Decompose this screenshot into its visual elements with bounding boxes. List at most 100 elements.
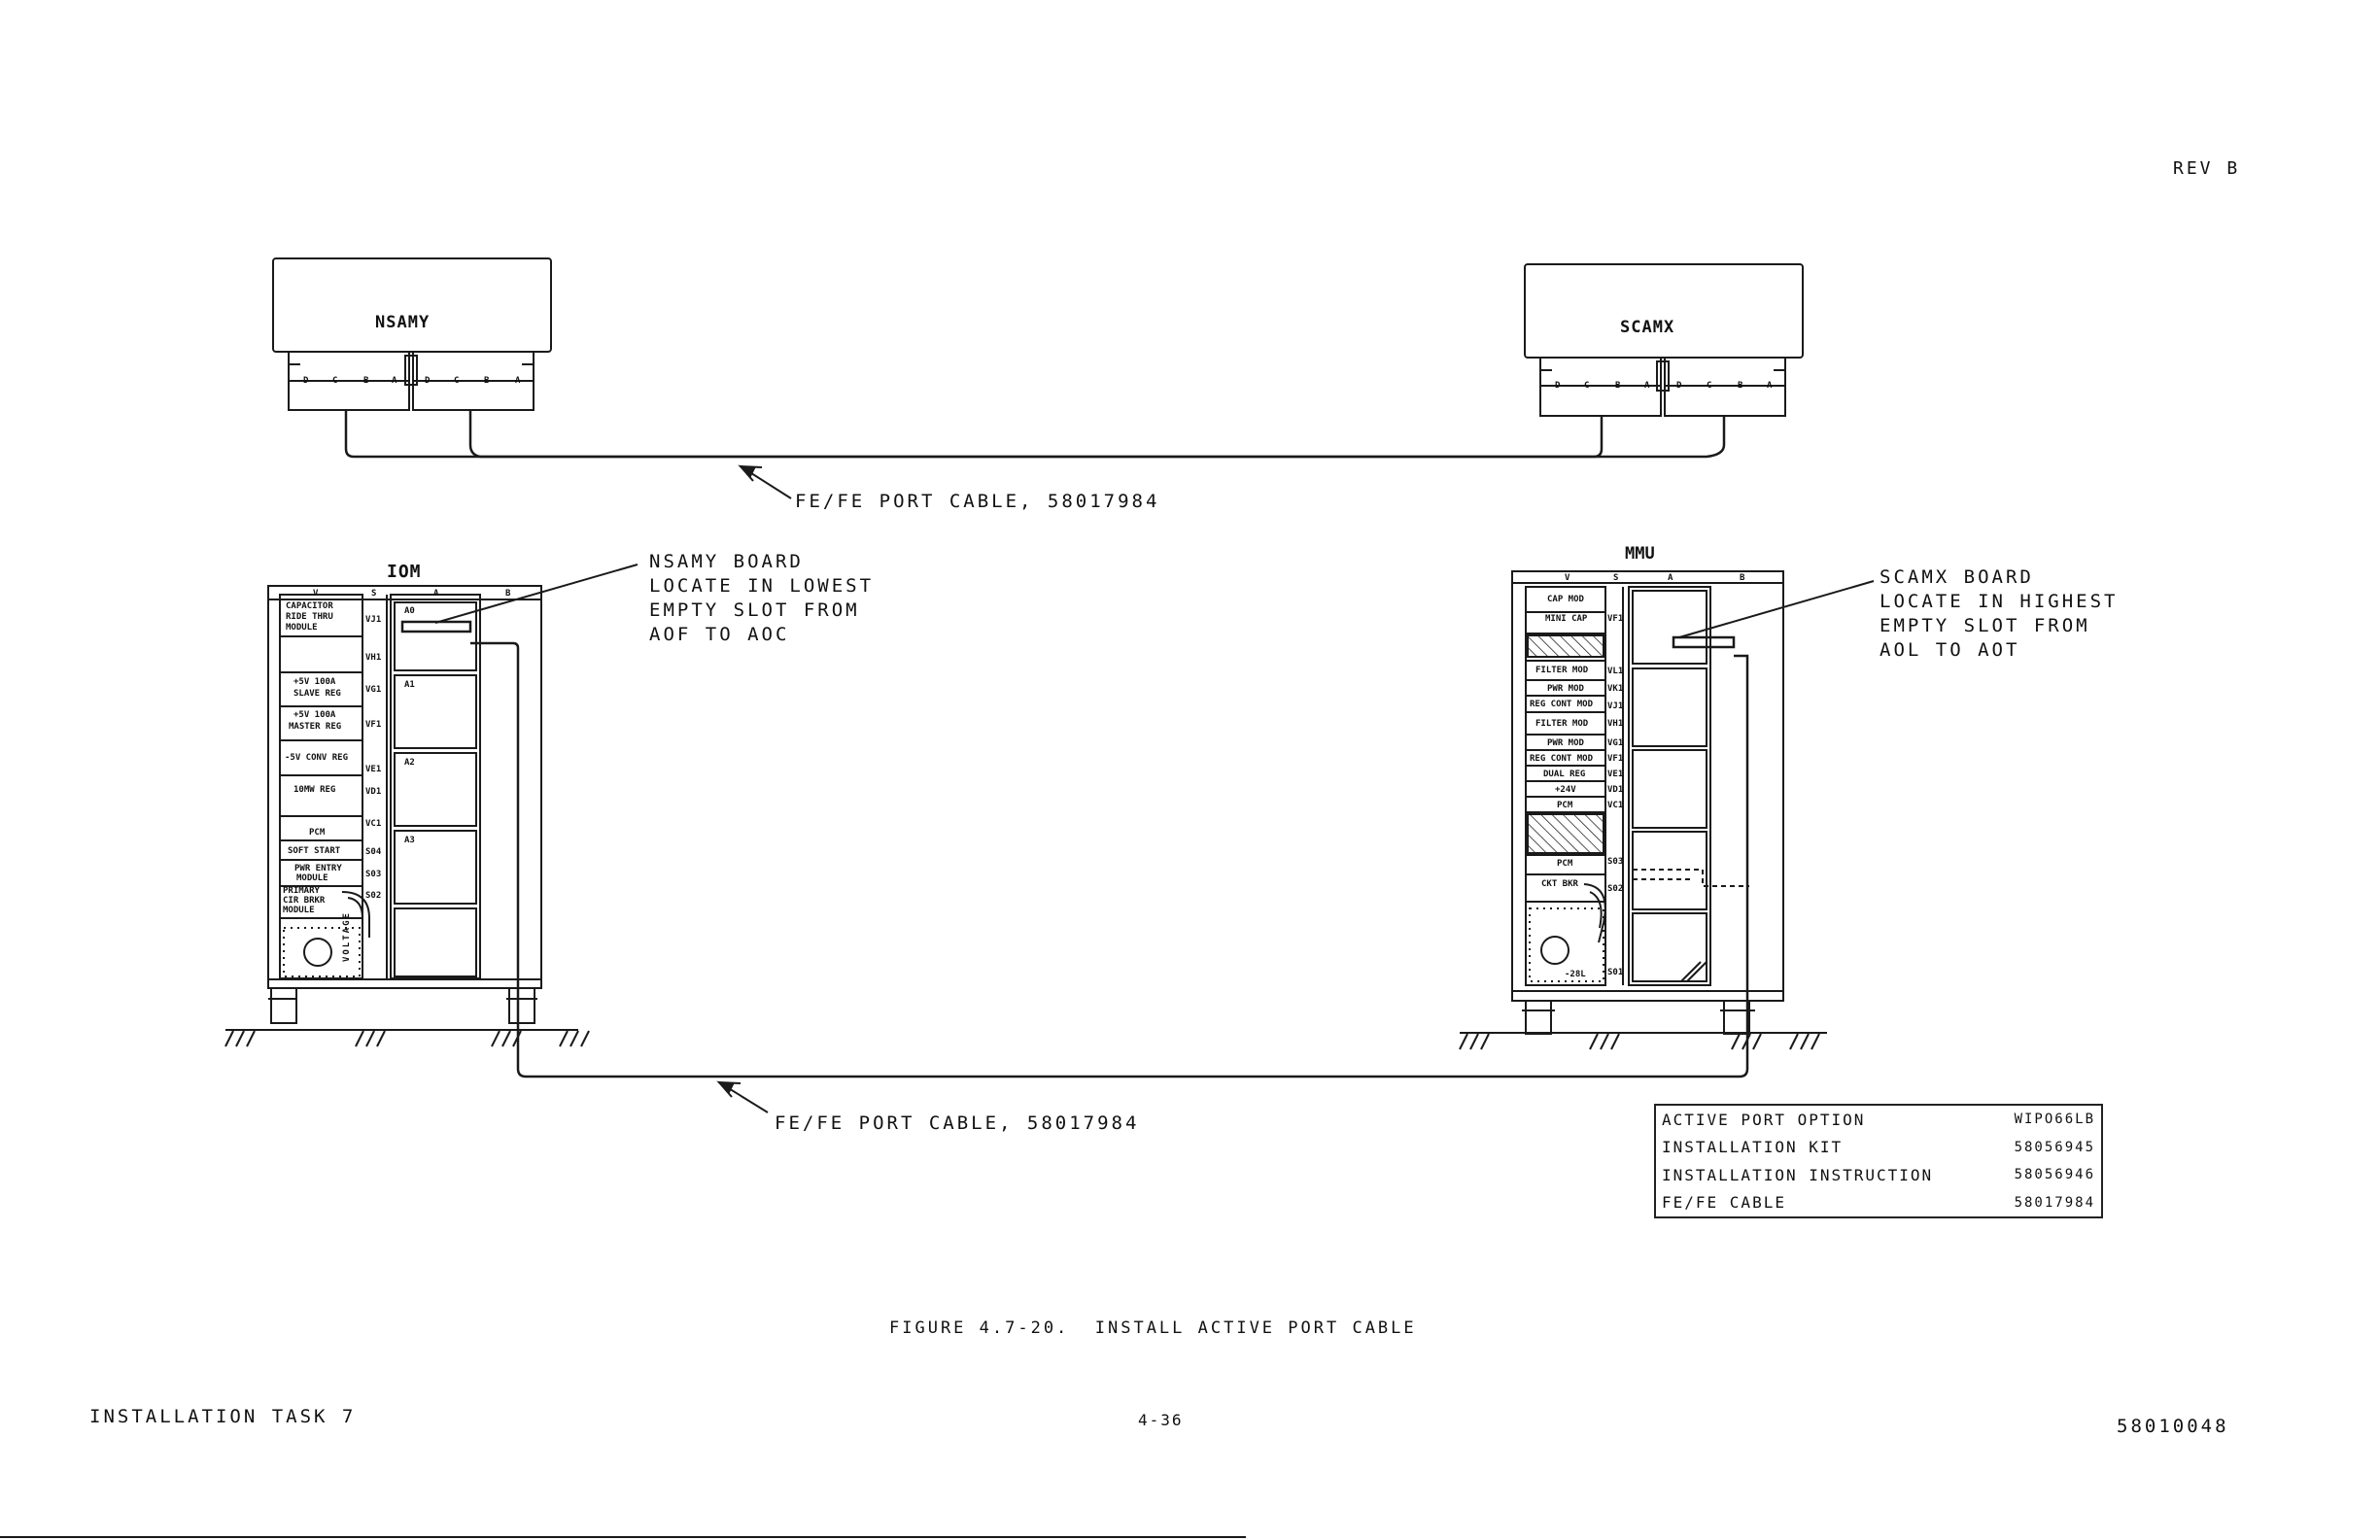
nsamy-pin-b-2: B bbox=[484, 376, 490, 386]
mmu-column-v: V bbox=[1565, 573, 1570, 583]
iom-module-label: +5V 100A bbox=[293, 710, 336, 720]
iom-side-label: VD1 bbox=[365, 787, 382, 797]
mmu-side-label: VF1 bbox=[1607, 614, 1624, 624]
iom-column-b: B bbox=[505, 589, 511, 599]
parts-table: ACTIVE PORT OPTION WIPO66LB INSTALLATION… bbox=[1654, 1104, 2103, 1218]
scamx-pin-b-1: B bbox=[1615, 381, 1621, 391]
mmu-module-label: CKT BKR bbox=[1541, 879, 1578, 889]
mmu-module-label: +24V bbox=[1555, 785, 1576, 795]
mmu-side-label: S02 bbox=[1607, 884, 1624, 894]
bottom-cable-arrow bbox=[716, 1080, 769, 1113]
table-row: INSTALLATION INSTRUCTION 58056946 bbox=[1655, 1161, 2102, 1188]
nsamy-pin-d-1: D bbox=[303, 376, 309, 386]
iom-module-label: SLAVE REG bbox=[293, 689, 341, 699]
iom-slot-a3: A3 bbox=[404, 836, 415, 845]
scamx-callout: SCAMX BOARD LOCATE IN HIGHEST EMPTY SLOT… bbox=[1880, 565, 2118, 663]
mmu-module-label: PCM bbox=[1557, 801, 1573, 810]
revision-label: REV B bbox=[2173, 158, 2241, 179]
scamx-pin-d-2: D bbox=[1676, 381, 1682, 391]
part-number: 58056946 bbox=[2014, 1167, 2095, 1183]
document-number: 58010048 bbox=[2117, 1416, 2229, 1437]
iom-module-label: PRIMARY bbox=[283, 886, 320, 896]
nsamy-callout: NSAMY BOARD LOCATE IN LOWEST EMPTY SLOT … bbox=[649, 550, 874, 647]
mmu-module-label: PWR MOD bbox=[1547, 738, 1584, 748]
iom-side-label: S03 bbox=[365, 870, 382, 879]
nsamy-pin-a-1: A bbox=[392, 376, 397, 386]
mmu-column-b: B bbox=[1740, 573, 1745, 583]
top-cable-arrow bbox=[738, 464, 792, 499]
mmu-module-label: MINI CAP bbox=[1545, 614, 1588, 624]
nsamy-pin-c-1: C bbox=[332, 376, 338, 386]
mmu-module-label: PCM bbox=[1557, 859, 1573, 869]
iom-side-label: VH1 bbox=[365, 653, 382, 663]
mmu-module-label: PWR MOD bbox=[1547, 684, 1584, 694]
callout-line: SCAMX BOARD bbox=[1880, 566, 2034, 588]
iom-module-label: MODULE bbox=[283, 906, 315, 915]
nsamy-board-name: NSAMY bbox=[375, 313, 431, 332]
mmu-side-label: VD1 bbox=[1607, 785, 1624, 795]
iom-module-label: +5V 100A bbox=[293, 677, 336, 687]
mmu-cabinet-name: MMU bbox=[1625, 544, 1655, 564]
iom-column-s: S bbox=[371, 589, 377, 599]
iom-slot-a1: A1 bbox=[404, 680, 415, 690]
mmu-side-label: VK1 bbox=[1607, 684, 1624, 694]
callout-line: AOL TO AOT bbox=[1880, 639, 2020, 661]
mmu-cabinet-outline bbox=[1511, 570, 1784, 1035]
mmu-side-label: VC1 bbox=[1607, 801, 1624, 810]
mmu-side-label: S01 bbox=[1607, 968, 1624, 977]
iom-side-label: VE1 bbox=[365, 765, 382, 774]
scamx-pin-a-2: A bbox=[1767, 381, 1773, 391]
iom-side-label: S04 bbox=[365, 847, 382, 857]
iom-slot-a2: A2 bbox=[404, 758, 415, 768]
page-number: 4-36 bbox=[1138, 1411, 1184, 1429]
iom-module-label: 10MW REG bbox=[293, 785, 336, 795]
mmu-module-label: FILTER MOD bbox=[1535, 719, 1589, 729]
scamx-board-in-slot bbox=[1672, 635, 1749, 664]
mmu-floor bbox=[1459, 1032, 1827, 1050]
part-label: ACTIVE PORT OPTION bbox=[1662, 1110, 1866, 1129]
callout-line: NSAMY BOARD bbox=[649, 551, 804, 572]
mmu-module-label: REG CONT MOD bbox=[1530, 754, 1594, 764]
iom-side-label: S02 bbox=[365, 891, 382, 901]
nsamy-pin-a-2: A bbox=[515, 376, 521, 386]
mmu-side-label: VL1 bbox=[1607, 667, 1624, 676]
installation-task-label: INSTALLATION TASK 7 bbox=[89, 1406, 357, 1427]
iom-module-label: PWR ENTRY bbox=[294, 864, 342, 873]
scamx-board-outline bbox=[1524, 263, 1804, 417]
part-label: INSTALLATION INSTRUCTION bbox=[1662, 1165, 1934, 1184]
scamx-pin-b-2: B bbox=[1738, 381, 1743, 391]
callout-line: EMPTY SLOT FROM bbox=[1880, 615, 2090, 636]
iom-module-label: SOFT START bbox=[288, 846, 341, 856]
mmu-module-label: FILTER MOD bbox=[1535, 666, 1589, 675]
nsamy-callout-leader bbox=[434, 564, 638, 624]
scamx-pin-c-1: C bbox=[1584, 381, 1590, 391]
scamx-pin-c-2: C bbox=[1707, 381, 1712, 391]
mmu-module-label: DUAL REG bbox=[1543, 770, 1586, 779]
mmu-side-label: VE1 bbox=[1607, 770, 1624, 779]
mmu-side-label: VG1 bbox=[1607, 738, 1624, 748]
iom-cabinet-outline bbox=[267, 585, 542, 1024]
callout-line: EMPTY SLOT FROM bbox=[649, 599, 860, 621]
part-number: 58017984 bbox=[2014, 1194, 2095, 1211]
iom-module-label: RIDE THRU bbox=[286, 612, 333, 622]
part-number: WIPO66LB bbox=[2014, 1112, 2095, 1128]
mmu-module-label: CAP MOD bbox=[1547, 595, 1584, 604]
nsamy-pin-d-2: D bbox=[425, 376, 431, 386]
mmu-side-label: S03 bbox=[1607, 857, 1624, 867]
callout-line: AOF TO AOC bbox=[649, 624, 790, 645]
nsamy-pin-c-2: C bbox=[454, 376, 460, 386]
iom-side-label: VG1 bbox=[365, 685, 382, 695]
part-label: INSTALLATION KIT bbox=[1662, 1138, 1844, 1157]
iom-module-label: PCM bbox=[309, 828, 326, 838]
scamx-board-name: SCAMX bbox=[1620, 318, 1675, 337]
nsamy-pin-b-1: B bbox=[363, 376, 369, 386]
callout-line: LOCATE IN LOWEST bbox=[649, 575, 875, 597]
table-row: ACTIVE PORT OPTION WIPO66LB bbox=[1655, 1105, 2102, 1134]
iom-side-label: VJ1 bbox=[365, 615, 382, 625]
part-label: FE/FE CABLE bbox=[1662, 1193, 1786, 1213]
iom-module-label: CIR BRKR bbox=[283, 896, 326, 906]
nsamy-board-outline bbox=[272, 257, 552, 411]
iom-module-label: MASTER REG bbox=[289, 722, 342, 732]
mmu-module-label: -28L bbox=[1565, 970, 1586, 979]
